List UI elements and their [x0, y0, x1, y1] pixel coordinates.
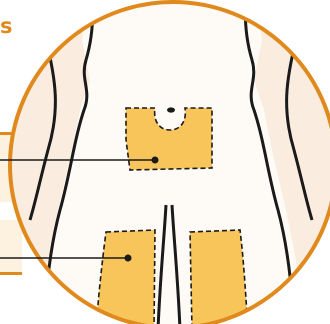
lower-label-bar [0, 220, 22, 275]
lower-label-bar-border [0, 272, 22, 275]
thigh-pointer-dot [125, 255, 132, 262]
right-thigh-injection-area [190, 230, 248, 324]
abdomen-pointer-dot [152, 157, 159, 164]
left-thigh-injection-area [96, 230, 155, 324]
navel [167, 107, 175, 112]
